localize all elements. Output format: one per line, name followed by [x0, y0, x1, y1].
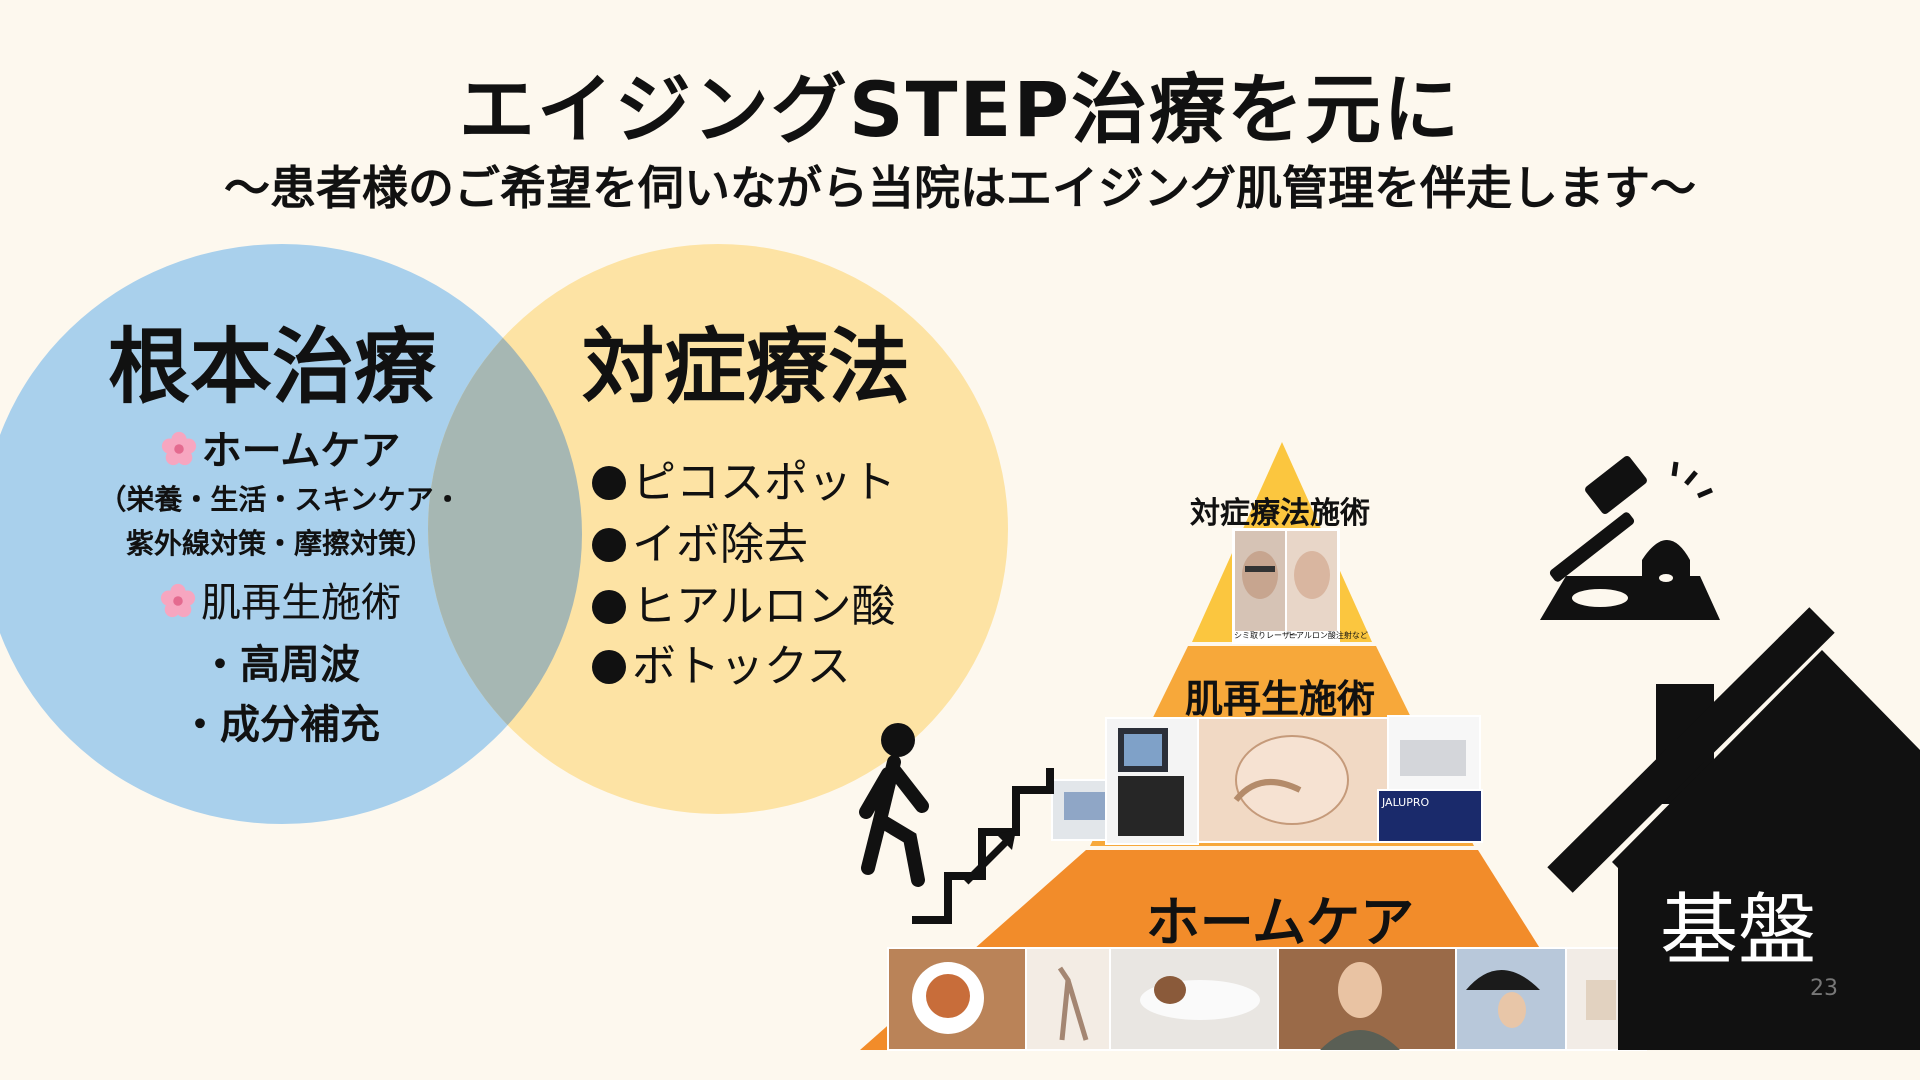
skin-regen-label: 肌再生施術 [201, 580, 401, 626]
person-climbing-stairs-icon [859, 723, 1054, 924]
bullet-icon [592, 528, 626, 562]
radio-frequency-item: ・高周波 [200, 642, 360, 688]
root-treatment-heading: 根本治療 [108, 320, 437, 415]
injection-photo-caption: ヒアルロン酸注射など [1288, 631, 1368, 640]
supplement-item: ・成分補充 [180, 702, 380, 748]
bullet-icon [592, 650, 626, 684]
laser-photo-caption: シミ取りレーザー [1234, 631, 1298, 640]
page-number: 23 [1810, 976, 1838, 1001]
laser-treatment-photo [1232, 528, 1340, 644]
home-care-detail-line1: （栄養・生活・スキンケア・ [98, 483, 462, 516]
house-icon [1547, 607, 1920, 1050]
page-title: エイジングSTEP治療を元に [458, 65, 1462, 154]
bullet-icon [592, 590, 626, 624]
pyramid-top-label: 対症療法施術 [1190, 496, 1370, 531]
home-care-label: ホームケア [201, 428, 401, 474]
foundation-label: 基盤 [1660, 886, 1817, 976]
bullet-icon [592, 466, 626, 500]
whack-a-mole-hammer-icon [1540, 455, 1720, 620]
home-care-item: ホームケア [20, 418, 540, 476]
pyramid-middle-label: 肌再生施術 [1184, 677, 1375, 721]
skin-treatment-photos: JALUPRO [1051, 715, 1483, 845]
home-care-detail-line2: 紫外線対策・摩擦対策） [125, 527, 434, 560]
device-box-text: JALUPRO [1381, 796, 1429, 809]
symptomatic-list-item: ボトックス [592, 630, 851, 694]
symptomatic-list-item: ピコスポット [592, 446, 896, 510]
skin-regen-item: 肌再生施術 [20, 570, 540, 628]
page-subtitle: 〜患者様のご希望を伺いながら当院はエイジング肌管理を伴走します〜 [224, 161, 1696, 215]
symptomatic-treatment-heading: 対症療法 [582, 320, 911, 415]
cherry-blossom-icon [161, 431, 196, 466]
symptomatic-list-item: ヒアルロン酸 [592, 570, 896, 634]
pyramid-base-label: ホームケア [1145, 891, 1415, 954]
symptomatic-list-item: イボ除去 [592, 508, 808, 572]
home-care-photos [887, 947, 1647, 1051]
cherry-blossom-icon [160, 583, 196, 618]
